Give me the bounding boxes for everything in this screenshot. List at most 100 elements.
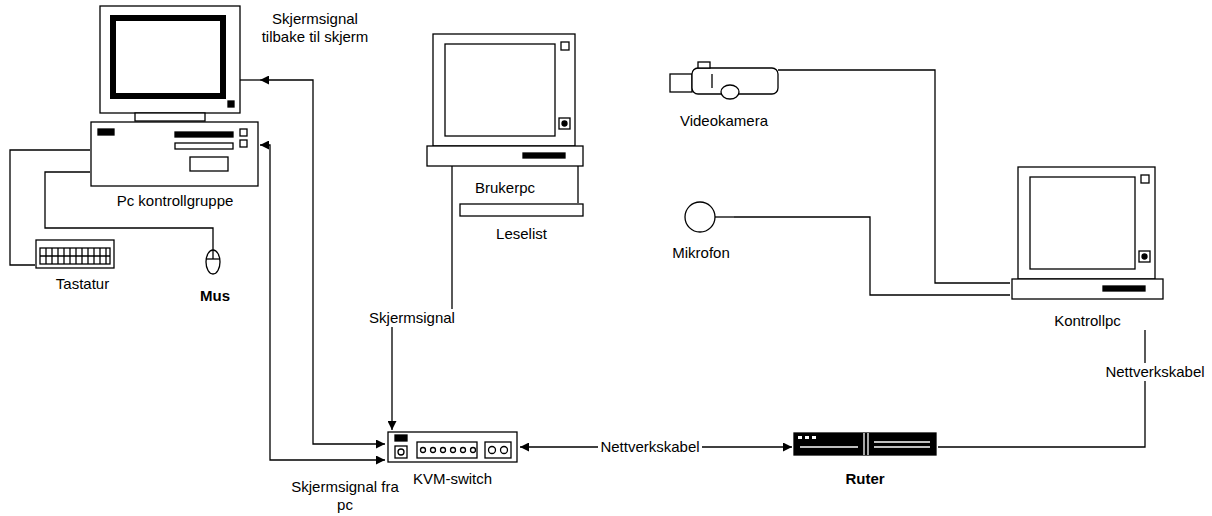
cable-stub [240, 79, 260, 80]
device-label: Pc kontrollgruppe [117, 192, 234, 210]
laptop-lid [433, 34, 575, 146]
laptop-slot [523, 153, 565, 158]
camera-drawing [670, 62, 780, 99]
device-label: Mikrofon [672, 244, 730, 262]
monitor-stand [135, 113, 205, 121]
device-node: Leselist [458, 203, 585, 243]
router-stripe [800, 446, 858, 447]
cable-connector [938, 330, 1145, 447]
laptop-lid [1018, 167, 1155, 279]
connectors [10, 70, 1145, 460]
router-stripe [874, 441, 930, 442]
mouse-body [206, 250, 220, 274]
laptop-icon [1010, 165, 1165, 330]
router-led [798, 436, 802, 439]
cable-connector [260, 80, 385, 444]
drive-bay [190, 157, 228, 171]
tower-button [240, 140, 247, 147]
device-node: Mus [195, 245, 235, 305]
kvm-pin [431, 448, 436, 453]
monitor-screen [113, 18, 223, 96]
keyboard-drawing [36, 240, 114, 268]
kvm-port-row [417, 442, 477, 458]
signal-label: Skjermsignal [367, 309, 457, 327]
device-label: Kontrollpc [1054, 312, 1121, 330]
laptop-slot [1103, 286, 1145, 291]
laptop-drawing [1012, 167, 1163, 299]
drive-slot [175, 132, 233, 137]
kvm-pin [441, 448, 446, 453]
device-node: Pc kontrollgruppe [90, 5, 260, 210]
camera-detail [711, 74, 712, 88]
device-label: Leselist [496, 225, 547, 243]
device-node: Kontrollpc [1010, 165, 1165, 330]
device-label: Videokamera [680, 112, 768, 130]
camera-lens [670, 74, 692, 92]
laptop-screen [1030, 177, 1135, 269]
microphone-head [685, 202, 715, 232]
laptop-icon [425, 32, 585, 197]
laptop-button [1139, 251, 1150, 262]
device-node: Tastatur [35, 238, 130, 293]
power-led [228, 101, 234, 107]
kvm-jack [489, 447, 496, 454]
device-node: Brukerpc [425, 32, 585, 197]
laptop-led [1142, 254, 1147, 259]
mouse-drawing [206, 245, 220, 274]
router-led [805, 436, 809, 439]
router-case [794, 433, 936, 455]
pc-icon [90, 5, 260, 210]
laptop-base [1012, 279, 1163, 299]
laptop-drawing [427, 34, 583, 197]
mic-drawing [685, 202, 734, 232]
braille-bar [460, 204, 583, 216]
router-divider [867, 433, 868, 455]
laptop-button [561, 42, 569, 50]
router-stripe [874, 446, 930, 447]
cable-stub [715, 216, 734, 217]
device-node: Videokamera [668, 62, 780, 130]
laptop-button [1141, 175, 1149, 183]
kvm-port [395, 446, 407, 458]
kvm-badge [395, 435, 407, 441]
device-label: Mus [200, 287, 230, 305]
device-label: KVM-switch [413, 470, 492, 488]
kvm-jack [501, 447, 508, 454]
cable-stub [577, 166, 578, 197]
device-node: Mikrofon [668, 200, 734, 262]
kvm-case [388, 432, 517, 462]
pc-drawing [91, 6, 260, 186]
keyboard-keys [40, 248, 110, 264]
kvm-pin [461, 448, 466, 453]
signal-label: Nettverkskabel [1103, 363, 1206, 381]
drive-bay [175, 143, 233, 149]
cable-connector [260, 145, 385, 460]
kvm-pin [451, 448, 456, 453]
laptop-base [427, 146, 583, 166]
tower-button [240, 129, 247, 136]
tower-badge [98, 129, 114, 135]
cable-connector [780, 70, 1010, 283]
signal-label: Skjermsignal tilbake til skjerm [251, 10, 380, 46]
pc-tower [91, 122, 258, 186]
camera-viewfinder [698, 62, 710, 68]
laptop-button [559, 118, 570, 129]
signal-label: Nettverkskabel [598, 438, 701, 456]
cable-connector [734, 217, 1010, 295]
kvm-drawing [388, 432, 517, 462]
signal-label: Skjermsignal fra pc [283, 478, 407, 514]
bar-drawing [460, 204, 583, 216]
cable-stub [451, 166, 452, 197]
device-label: Tastatur [56, 275, 109, 293]
cable-stub [212, 245, 213, 250]
camera-grip [721, 85, 739, 99]
laptop-led [562, 121, 567, 126]
kvm-knob [398, 449, 404, 455]
monitor-case [100, 6, 240, 113]
router-drawing [794, 433, 936, 455]
kvm-pin [471, 448, 476, 453]
laptop-screen [445, 44, 555, 136]
keyboard-case [36, 240, 114, 268]
key-line [40, 255, 110, 256]
